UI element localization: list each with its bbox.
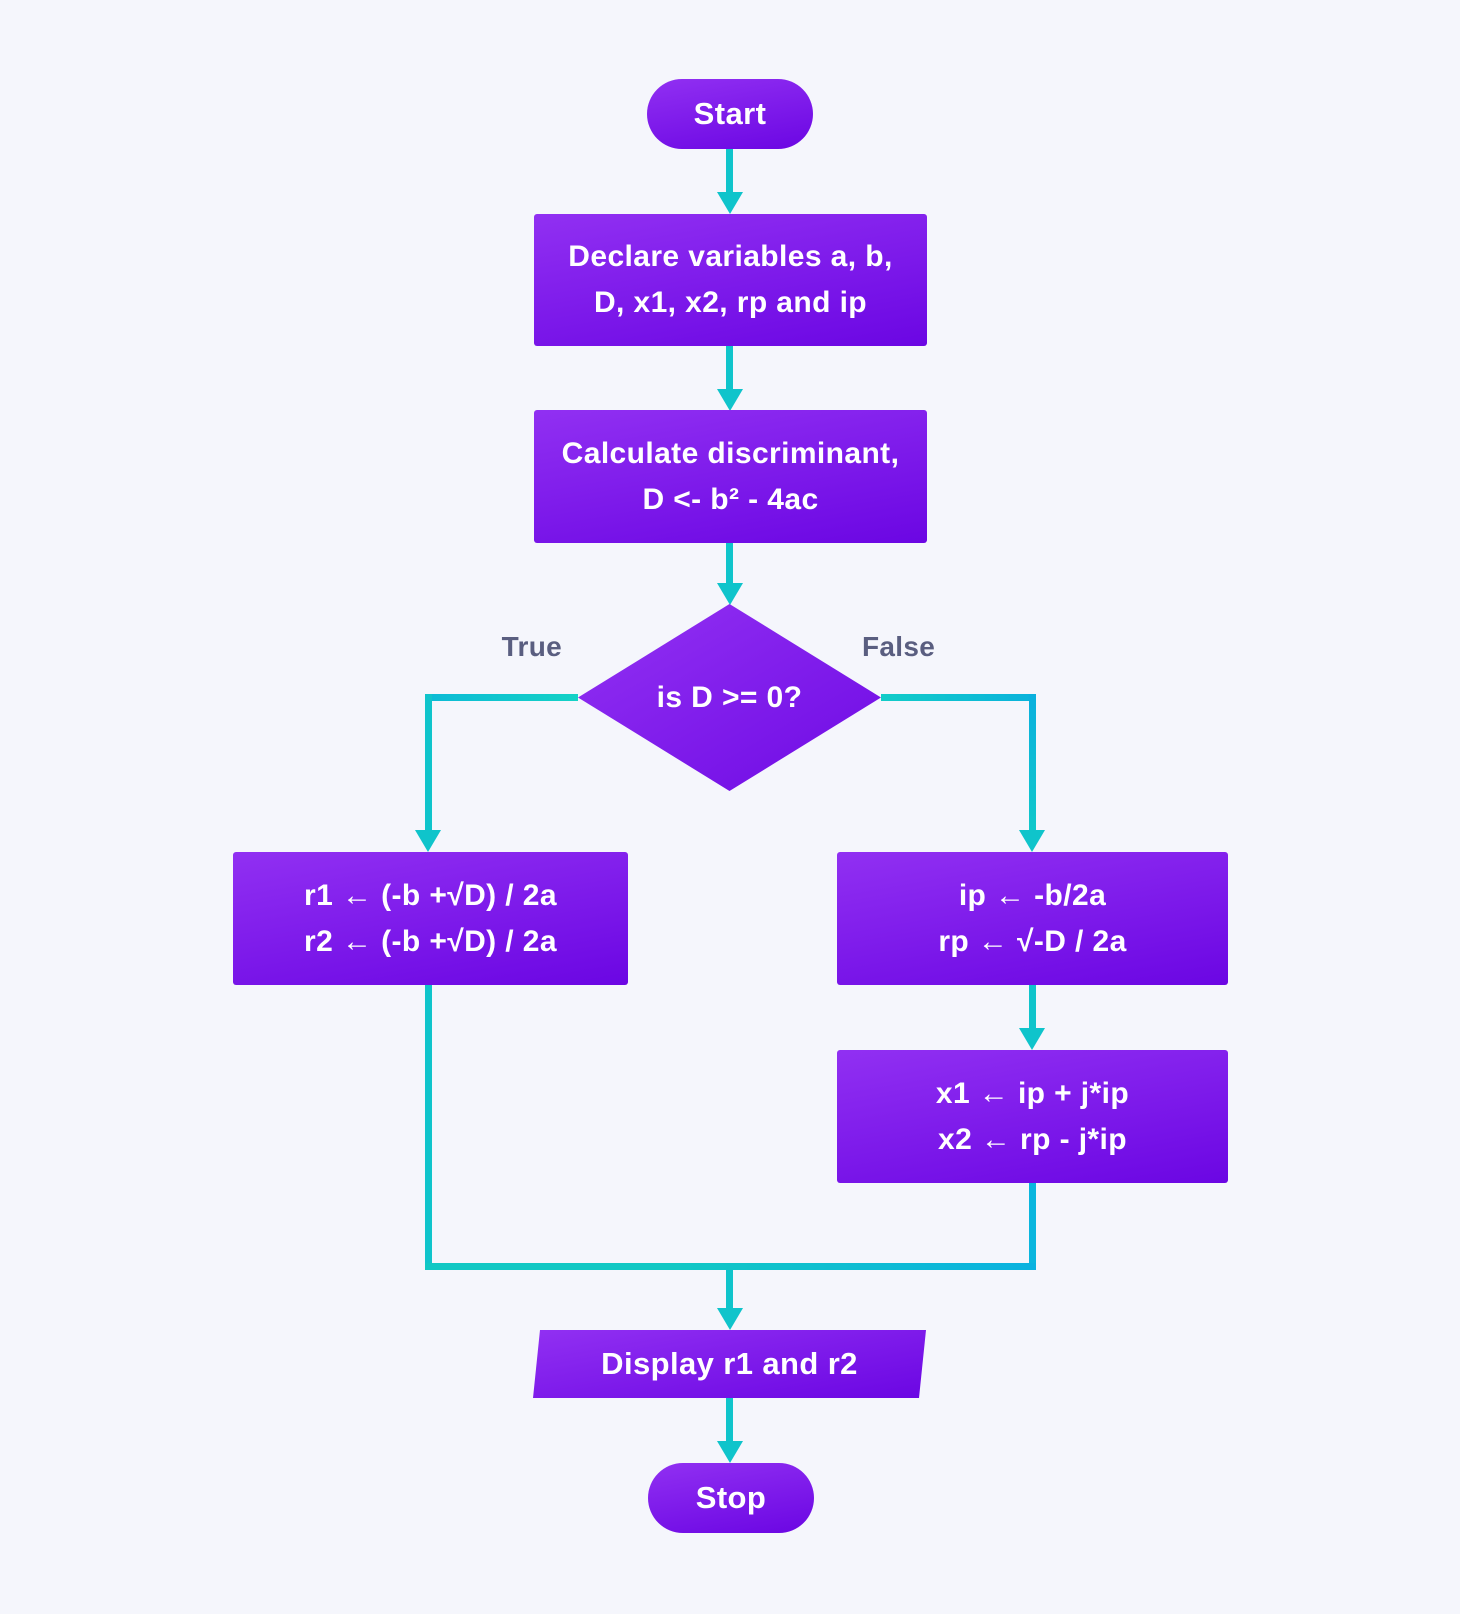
real-roots-process-node: r1 ← (-b +√D) / 2a r2 ← (-b +√D) / 2a <box>233 852 628 985</box>
discriminant-line-2: D <- b² - 4ac <box>642 482 819 516</box>
imaginary-parts-process-node: ip ← -b/2a rp ← √-D / 2a <box>837 852 1228 985</box>
arrowhead-display-to-stop-icon <box>717 1441 743 1463</box>
imaginary-parts-line-2: rp ← √-D / 2a <box>938 924 1127 958</box>
stop-terminator-node: Stop <box>648 1463 814 1533</box>
display-output-node: Display r1 and r2 <box>533 1330 926 1398</box>
connector-true-branch-vertical <box>425 694 432 831</box>
arrowhead-merge-to-display-icon <box>717 1308 743 1330</box>
start-terminator-node: Start <box>647 79 813 149</box>
real-roots-line-2: r2 ← (-b +√D) / 2a <box>304 924 557 958</box>
connector-complex-roots-to-merge <box>1029 1183 1036 1270</box>
declare-line-1: Declare variables a, b, <box>568 240 893 273</box>
declare-line-2: D, x1, x2, rp and ip <box>593 286 868 319</box>
connector-true-branch-horizontal <box>425 694 578 701</box>
decision-diamond-node: is D >= 0? <box>578 604 881 791</box>
connector-discriminant-to-decision <box>726 543 733 583</box>
declare-variables-process-node: Declare variables a, b, D, x1, x2, rp an… <box>534 214 927 346</box>
arrowhead-imaginary-to-complex-icon <box>1019 1028 1045 1050</box>
arrowhead-start-to-declare-icon <box>717 192 743 214</box>
arrowhead-declare-to-discriminant-icon <box>717 389 743 411</box>
arrowhead-discriminant-to-decision-icon <box>717 583 743 605</box>
display-label: Display r1 and r2 <box>601 1346 858 1381</box>
connector-false-branch-vertical <box>1029 694 1036 831</box>
complex-roots-process-node: x1 ← ip + j*ip x2 ← rp - j*ip <box>837 1050 1228 1183</box>
stop-label: Stop <box>695 1480 767 1515</box>
real-roots-line-1: r1 ← (-b +√D) / 2a <box>304 878 557 912</box>
connector-display-to-stop <box>726 1398 733 1442</box>
arrowhead-false-branch-icon <box>1019 830 1045 852</box>
edge-label-false: False <box>862 631 936 662</box>
connector-start-to-declare <box>726 149 733 192</box>
connector-imaginary-to-complex <box>1029 985 1036 1029</box>
start-label: Start <box>693 96 767 131</box>
complex-roots-line-2: x2 ← rp - j*ip <box>938 1122 1127 1156</box>
discriminant-line-1: Calculate discriminant, <box>561 436 900 470</box>
imaginary-parts-line-1: ip ← -b/2a <box>958 878 1107 912</box>
connector-real-roots-to-merge <box>425 985 432 1270</box>
connector-merge-horizontal <box>425 1263 1036 1270</box>
edge-label-true: True <box>501 631 562 662</box>
complex-roots-line-1: x1 ← ip + j*ip <box>935 1076 1130 1110</box>
arrowhead-true-branch-icon <box>415 830 441 852</box>
connector-declare-to-discriminant <box>726 346 733 389</box>
calculate-discriminant-process-node: Calculate discriminant, D <- b² - 4ac <box>534 410 927 543</box>
connector-false-branch-horizontal <box>881 694 1036 701</box>
decision-label: is D >= 0? <box>656 680 803 714</box>
connector-merge-to-display <box>726 1270 733 1309</box>
